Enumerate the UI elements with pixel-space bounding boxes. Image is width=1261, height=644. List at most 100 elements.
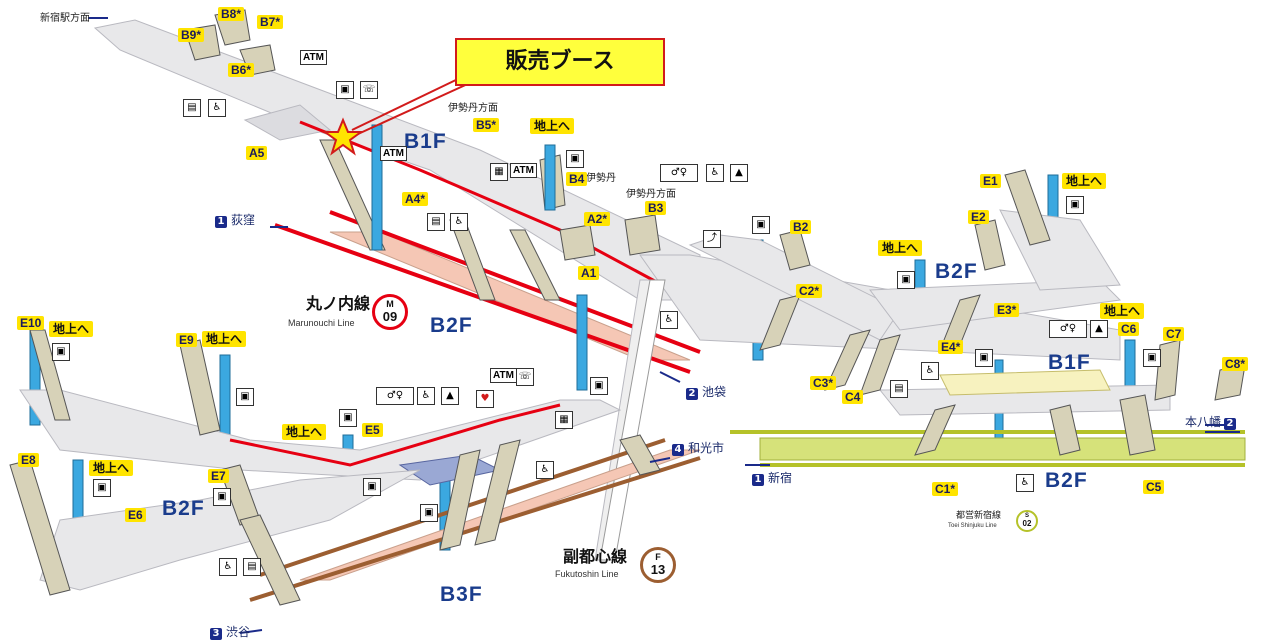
elevator-icon: ▲ bbox=[730, 164, 748, 182]
line-name-fukutoshin: 副都心線 bbox=[563, 547, 628, 566]
exit-a4: A4* bbox=[402, 192, 429, 206]
exit-e8: E8 bbox=[18, 453, 39, 467]
to-ground-b: 地上へ bbox=[1062, 173, 1107, 189]
direction-ikebukuro-number: 2 bbox=[686, 388, 698, 400]
atm-icon-b: ATM bbox=[380, 146, 407, 161]
direction-arrows bbox=[88, 17, 1225, 634]
atm-icon-a: ATM bbox=[300, 50, 327, 65]
aed-icon: ♥ bbox=[476, 390, 494, 408]
phone-icon: ☏ bbox=[360, 81, 378, 99]
exit-e4: E4* bbox=[938, 340, 964, 354]
restroom-icon-3: ♂♀ bbox=[376, 387, 414, 405]
to-ground-g: 地上へ bbox=[282, 424, 327, 440]
exit-c1: C1* bbox=[932, 482, 959, 496]
fukutoshin-line-badge: F 13 bbox=[640, 547, 676, 583]
line-en-marunouchi: Marunouchi Line bbox=[288, 318, 355, 328]
fukutoshin-badge-number: 13 bbox=[650, 562, 666, 577]
fukutoshin-badge-letter: F bbox=[655, 552, 661, 562]
direction-isetan-2: 伊勢丹方面 bbox=[626, 189, 676, 200]
fare-adjust-icon: ▤ bbox=[183, 99, 201, 117]
direction-wakoshi-label: 和光市 bbox=[688, 441, 725, 455]
exit-b7: B7* bbox=[257, 15, 284, 29]
coin-locker-icon-2: ▦ bbox=[555, 411, 573, 429]
direction-motoyawata-label: 本八幡 bbox=[1185, 415, 1222, 429]
baby-room-icon-2: ♿ bbox=[417, 387, 435, 405]
to-ground-h: 地上へ bbox=[89, 460, 134, 476]
to-ground-e: 地上へ bbox=[49, 321, 94, 337]
marunouchi-line-badge: M 09 bbox=[372, 294, 408, 330]
exit-e3: E3* bbox=[994, 303, 1020, 317]
ticket-gate-icon-9: ▣ bbox=[93, 479, 111, 497]
direction-motoyawata-number: 2 bbox=[1224, 418, 1237, 430]
exit-e10: E10 bbox=[17, 316, 45, 330]
restroom-icon-2: ♂♀ bbox=[1049, 320, 1087, 338]
exit-b6: B6* bbox=[228, 63, 255, 77]
exit-a2: A2* bbox=[584, 212, 611, 226]
callout-pointer bbox=[351, 77, 473, 135]
line-name-marunouchi: 丸ノ内線 bbox=[306, 294, 371, 313]
exit-c7: C7 bbox=[1163, 327, 1185, 341]
ticket-machine-icon: ▣ bbox=[336, 81, 354, 99]
coin-locker-icon: ▦ bbox=[490, 163, 508, 181]
direction-wakoshi-number: 4 bbox=[672, 444, 684, 456]
exit-b9: B9* bbox=[178, 28, 205, 42]
wheelchair-gate-icon-4: ♿ bbox=[921, 362, 939, 380]
fare-machine-icon-2: ▣ bbox=[363, 478, 381, 496]
elevator-icon-3: ▲ bbox=[441, 387, 459, 405]
direction-ogikubo-number: 1 bbox=[215, 216, 227, 228]
sales-booth-callout: 販売ブース bbox=[455, 38, 665, 86]
ticket-gate-icon-4: ▣ bbox=[975, 349, 993, 367]
shinjuku-badge-letter: S bbox=[1024, 513, 1029, 519]
direction-isetan-1: 伊勢丹方面 bbox=[448, 103, 498, 114]
line-en-shinjuku: Toei Shinjuku Line bbox=[948, 523, 997, 529]
exit-a5: A5 bbox=[246, 146, 268, 160]
direction-shibuya-label: 渋谷 bbox=[226, 625, 251, 639]
exit-c4: C4 bbox=[842, 390, 864, 404]
wheelchair-gate-icon: ♿ bbox=[208, 99, 226, 117]
direction-shinjuku-number: 1 bbox=[752, 474, 764, 486]
restroom-icon: ♂♀ bbox=[660, 164, 698, 182]
exit-c5: C5 bbox=[1143, 480, 1165, 494]
exit-b5: B5* bbox=[473, 118, 500, 132]
elevator-icon-2: ▲ bbox=[1090, 320, 1108, 338]
baby-room-icon: ♿ bbox=[706, 164, 724, 182]
fare-machine-icon-3: ▣ bbox=[213, 488, 231, 506]
direction-isetan-b4: 伊勢丹 bbox=[586, 173, 616, 184]
exit-e6: E6 bbox=[125, 508, 146, 522]
ticket-gate-icon-3: ▣ bbox=[897, 271, 915, 289]
exit-c2: C2* bbox=[796, 284, 823, 298]
floor-marunouchi-b1f: B1F bbox=[404, 130, 447, 153]
booth-star-icon bbox=[321, 117, 365, 156]
floor-shinjuku-b2f: B2F bbox=[1045, 469, 1088, 492]
floor-shinjuku-b2f-top: B2F bbox=[935, 260, 978, 283]
exit-c6: C6 bbox=[1118, 322, 1140, 336]
wheelchair-gate-icon-5: ♿ bbox=[1016, 474, 1034, 492]
wheelchair-gate-icon-2: ♿ bbox=[450, 213, 468, 231]
exit-e5: E5 bbox=[362, 423, 383, 437]
shinjuku-line-badge: S 02 bbox=[1016, 510, 1038, 532]
marunouchi-badge-number: 09 bbox=[382, 309, 398, 324]
line-name-shinjuku: 都営新宿線 bbox=[956, 511, 1002, 521]
to-ground-c: 地上へ bbox=[878, 240, 923, 256]
wheelchair-gate-icon-3: ♿ bbox=[660, 311, 678, 329]
exit-a1: A1 bbox=[578, 266, 600, 280]
exit-b2: B2 bbox=[790, 220, 812, 234]
exit-e2: E2 bbox=[968, 210, 989, 224]
ticket-gate-icon-5: ▣ bbox=[1143, 349, 1161, 367]
direction-shinjuku-label: 新宿 bbox=[768, 471, 793, 485]
floor-shinjuku-b1f: B1F bbox=[1048, 351, 1091, 374]
direction-ikebukuro-label: 池袋 bbox=[702, 385, 727, 399]
fare-adjust-icon-2: ▤ bbox=[427, 213, 445, 231]
atm-icon-d: ATM bbox=[490, 368, 517, 383]
to-ground-d: 地上へ bbox=[1100, 303, 1145, 319]
marunouchi-concourse bbox=[93, 19, 701, 302]
wheelchair-gate-icon-7: ♿ bbox=[219, 558, 237, 576]
fare-machine-icon: ▣ bbox=[566, 150, 584, 168]
exit-b3: B3 bbox=[645, 201, 667, 215]
ticket-gate-icon-11: ▣ bbox=[590, 377, 608, 395]
wheelchair-gate-icon-6: ♿ bbox=[536, 461, 554, 479]
line-en-fukutoshin: Fukutoshin Line bbox=[555, 569, 619, 579]
exit-c3: C3* bbox=[810, 376, 837, 390]
